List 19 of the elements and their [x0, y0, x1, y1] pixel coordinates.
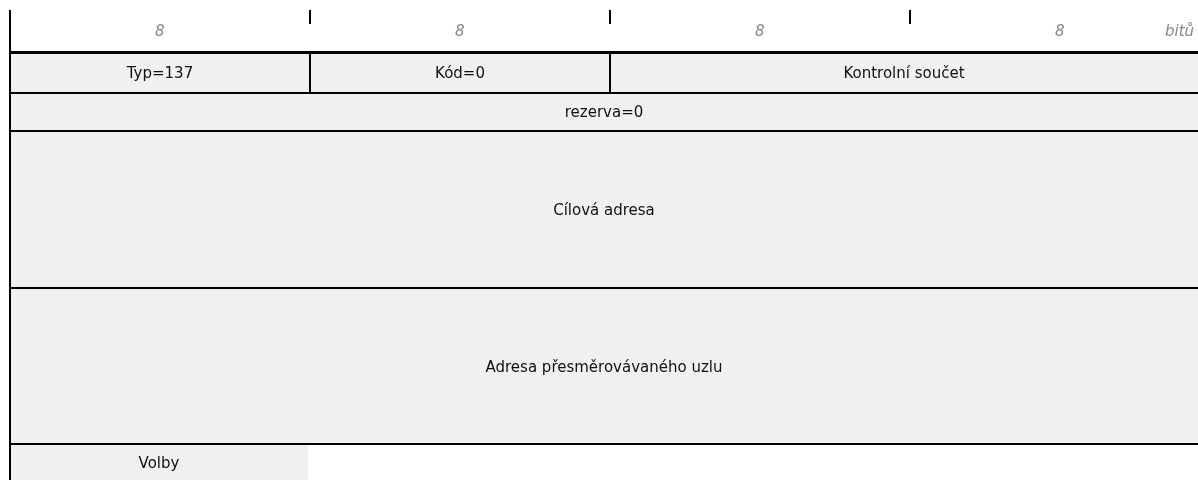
field-cell: [610, 53, 1198, 93]
field-cell: [10, 288, 1198, 445]
field-cell: [310, 53, 610, 93]
field-cell: [10, 53, 310, 93]
bit-width-label: 8: [755, 22, 765, 40]
field-label: Kód=0: [435, 64, 485, 82]
field-label: Typ=137: [126, 64, 194, 82]
field-label: rezerva=0: [564, 103, 644, 121]
bit-width-label: 8: [455, 22, 465, 40]
field-label: Volby: [138, 453, 180, 472]
bit-width-label: 8: [155, 22, 165, 40]
field-cell: [10, 131, 1198, 288]
field-cell: [10, 445, 308, 480]
field-cell: [10, 93, 1198, 131]
field-label: Adresa přesměrovávaného uzlu: [485, 357, 723, 376]
field-label: Kontrolní součet: [843, 64, 965, 82]
bit-width-label: 8: [1055, 22, 1065, 40]
field-label: Cílová adresa: [553, 200, 655, 219]
unit-label: bitů: [1165, 22, 1195, 40]
